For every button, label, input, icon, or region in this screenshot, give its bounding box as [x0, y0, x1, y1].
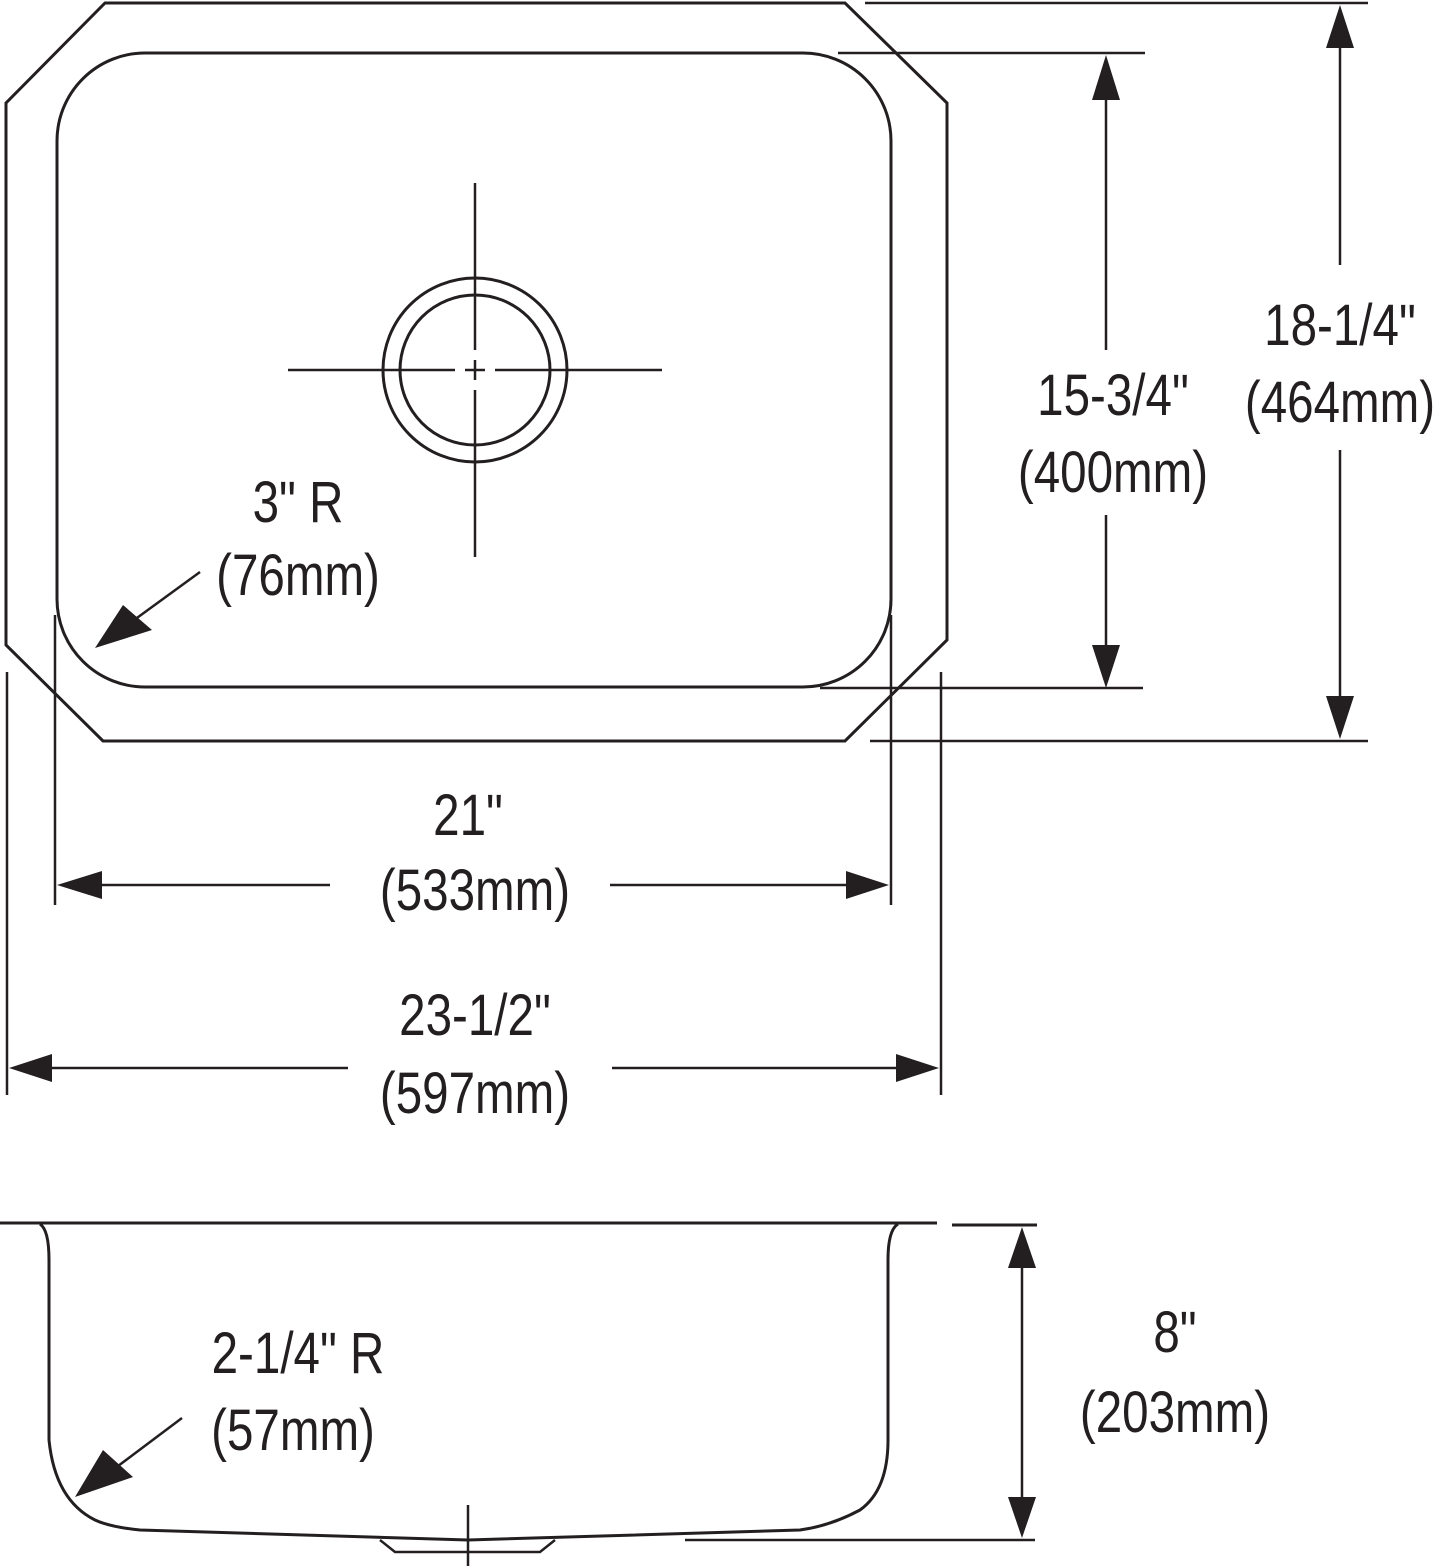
leader-arrow-icon [75, 1450, 133, 1497]
bottom-radius-callout: 2-1/4" R (57mm) [75, 1322, 384, 1497]
arrow-left-icon [9, 1054, 52, 1082]
arrow-right-icon [846, 871, 889, 899]
sink-outer-rim [4, 1, 949, 743]
bottom-radius-imperial: 2-1/4" R [212, 1322, 385, 1387]
arrow-down-icon [1326, 696, 1354, 739]
overall-depth-dimension: 18-1/4" (464mm) [865, 1, 1435, 743]
corner-radius-imperial: 3" R [253, 471, 344, 536]
overall-width-imperial: 23-1/2" [399, 984, 551, 1049]
corner-radius-callout: 3" R (76mm) [95, 471, 380, 648]
overall-depth-imperial: 18-1/4" [1264, 294, 1416, 359]
bowl-width-dimension: 21" (533mm) [53, 615, 893, 924]
bowl-width-metric: (533mm) [380, 859, 570, 924]
corner-radius-metric: (76mm) [216, 544, 380, 609]
overall-width-dimension: 23-1/2" (597mm) [5, 672, 943, 1127]
bowl-width-imperial: 21" [433, 784, 503, 849]
bowl-depth-dimension: 15-3/4" (400mm) [820, 51, 1208, 690]
bowl-height-metric: (203mm) [1080, 1381, 1270, 1446]
bottom-radius-metric: (57mm) [211, 1399, 375, 1464]
bowl-profile [39, 1222, 899, 1542]
drain-centerline [288, 183, 662, 557]
bowl-depth-metric: (400mm) [1018, 441, 1208, 506]
arrow-up-icon [1092, 55, 1120, 100]
side-view: 8" (203mm) 2-1/4" R (57mm) [0, 1221, 1270, 1566]
overall-width-metric: (597mm) [380, 1062, 570, 1127]
arrow-right-icon [896, 1054, 939, 1082]
arrow-left-icon [57, 871, 102, 899]
bowl-depth-imperial: 15-3/4" [1037, 364, 1189, 429]
arrow-down-icon [1092, 645, 1120, 688]
top-view: 18-1/4" (464mm) 15-3/4" (400mm) 3" R (76… [4, 1, 1435, 1127]
bowl-height-dimension: 8" (203mm) [1008, 1227, 1270, 1538]
bowl-outline [55, 51, 893, 689]
overall-depth-metric: (464mm) [1245, 371, 1435, 436]
arrow-down-icon [1008, 1497, 1036, 1538]
bowl-height-imperial: 8" [1153, 1301, 1196, 1366]
arrow-up-icon [1008, 1227, 1036, 1268]
leader-arrow-icon [95, 605, 152, 648]
arrow-up-icon [1326, 5, 1354, 48]
